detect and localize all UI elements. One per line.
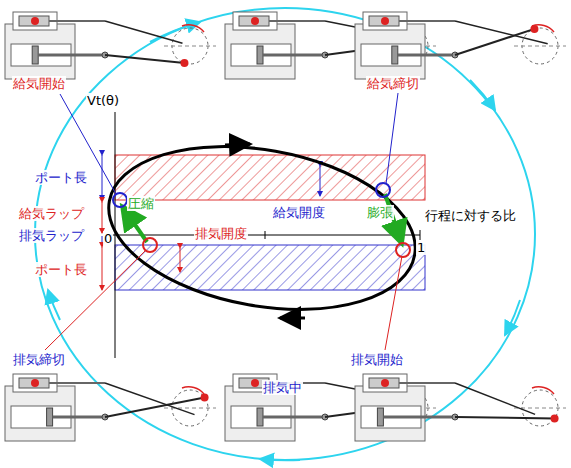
slide-valve: [19, 16, 49, 26]
diagram-label: Vt(θ): [86, 93, 120, 108]
rotation-arrow: [182, 387, 204, 394]
piston-rod: [398, 54, 455, 57]
diagram-label: 膨張: [366, 205, 394, 220]
eccentric-rod: [105, 383, 195, 415]
diagram-label: 圧縮: [127, 196, 155, 211]
piston-rod: [263, 54, 325, 57]
diagram-label: 排気中: [262, 380, 303, 395]
slide-valve: [369, 378, 399, 388]
crank-pin: [201, 393, 209, 401]
diagram-label: ポート長: [34, 262, 88, 277]
diagram-label: 行程に対する比: [424, 208, 517, 223]
crank-pin: [180, 59, 188, 67]
engine-body: [5, 24, 75, 79]
diagram-label: 排気締切: [12, 352, 66, 367]
valve-rod: [49, 382, 105, 384]
connecting-rod: [455, 417, 555, 419]
diagram-label: 排気ラップ: [18, 228, 85, 243]
valve-rod: [49, 20, 105, 22]
diagram-label: ポート長: [34, 170, 88, 185]
valve-dot: [251, 17, 259, 25]
connecting-rod: [455, 29, 534, 55]
diagram-label: 給気開度: [272, 205, 326, 220]
eccentric-rod: [455, 21, 548, 44]
rotation-arrow: [532, 387, 554, 394]
valve-dot: [31, 17, 39, 25]
engine-body: [355, 24, 425, 79]
piston-rod: [263, 416, 325, 419]
crank-pin: [551, 415, 559, 423]
valve-rod: [399, 20, 455, 22]
engine-body: [225, 24, 295, 79]
diagram-label: 給気ラップ: [18, 206, 85, 221]
diagram-label: 給気開始: [12, 76, 66, 91]
diagram-label: 排気開始: [350, 352, 404, 367]
valve-rod: [269, 20, 325, 22]
slide-valve: [239, 16, 269, 26]
valve-dot: [381, 17, 389, 25]
diagram-label: 給気締切: [366, 76, 420, 91]
rotation-arrow: [182, 25, 204, 32]
piston-rod: [383, 416, 455, 419]
piston-rod: [38, 54, 105, 57]
piston: [377, 408, 383, 426]
diagram-label: 0: [103, 231, 113, 246]
valve-dot: [251, 379, 259, 387]
piston: [257, 408, 263, 426]
slide-valve: [369, 16, 399, 26]
crank-pin: [530, 25, 538, 33]
valve-rod: [399, 382, 455, 384]
piston: [392, 46, 398, 64]
rotation-arrow: [532, 25, 554, 32]
eccentric-rod: [455, 383, 535, 414]
eccentric-rod: [105, 21, 182, 43]
valve-dot: [381, 379, 389, 387]
diagram-label: 排気開度: [194, 226, 248, 241]
piston: [47, 408, 53, 426]
piston-rod: [53, 416, 105, 419]
slide-valve: [19, 378, 49, 388]
center-line: [514, 46, 566, 47]
engine-body: [355, 386, 425, 441]
piston: [32, 46, 38, 64]
connecting-rod: [105, 55, 184, 63]
piston: [257, 46, 263, 64]
valve-dot: [31, 379, 39, 387]
center-line: [164, 408, 216, 409]
diagram-label: 1: [416, 240, 426, 255]
engine-body: [5, 386, 75, 441]
center-line: [164, 46, 216, 47]
